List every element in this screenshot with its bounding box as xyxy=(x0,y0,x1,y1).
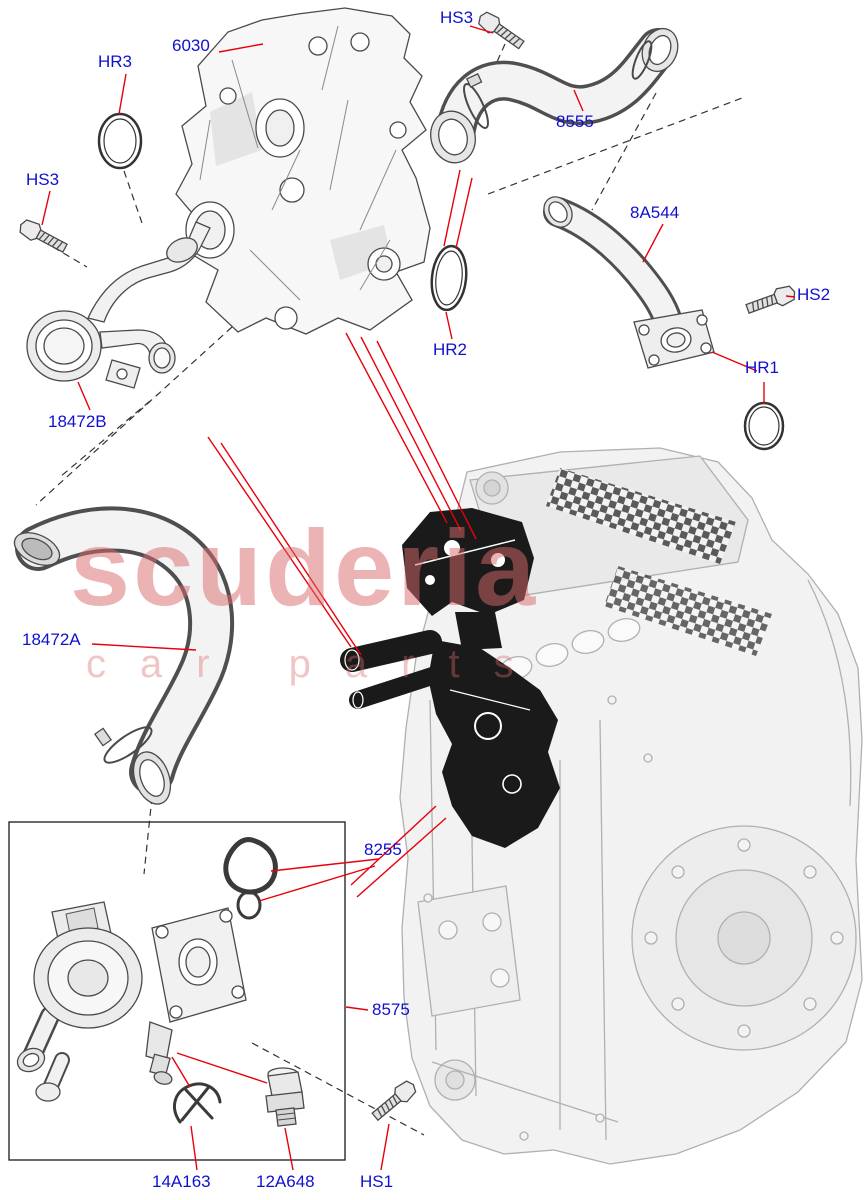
lower-hose-18472a-drawing xyxy=(13,506,235,805)
part-label-hs3-2[interactable]: HS3 xyxy=(26,170,60,189)
part-label-hs1[interactable]: HS1 xyxy=(360,1172,394,1191)
engine-block-drawing xyxy=(399,447,863,1165)
o-ring-hr2-drawing xyxy=(430,244,468,312)
part-label-8575[interactable]: 8575 xyxy=(372,1000,410,1019)
upper-hose-8555-drawing xyxy=(430,27,679,164)
highlighted-thermostat-location xyxy=(340,508,560,848)
part-label-hr2[interactable]: HR2 xyxy=(433,340,468,359)
part-label-8255[interactable]: 8255 xyxy=(364,840,402,859)
cam-cover-pattern-2 xyxy=(604,566,772,656)
hose-clamp-14a163-drawing xyxy=(173,1082,222,1124)
part-label-hs3[interactable]: HS3 xyxy=(440,8,474,27)
thermostat-housing-8575-drawing xyxy=(16,901,247,1102)
sensor-12a648-drawing xyxy=(265,1067,305,1127)
part-label-14a163[interactable]: 14A163 xyxy=(152,1172,211,1191)
leader-lines xyxy=(41,25,796,1171)
mounting-bracket-6030-drawing xyxy=(175,7,431,335)
water-outlet-18472b-drawing xyxy=(26,221,211,389)
o-ring-hr3-drawing xyxy=(97,112,143,170)
part-label-hs2[interactable]: HS2 xyxy=(797,285,831,304)
gasket-8255-drawing xyxy=(223,837,278,920)
part-label-8555[interactable]: 8555 xyxy=(556,112,594,131)
cam-cover-pattern xyxy=(546,468,736,564)
detail-box-outline xyxy=(8,821,346,1161)
part-label-hr1[interactable]: HR1 xyxy=(745,358,780,377)
water-pipe-8a544-drawing xyxy=(543,196,715,369)
part-label-18472a[interactable]: 18472A xyxy=(22,630,81,649)
part-label-6030[interactable]: 6030 xyxy=(172,36,210,55)
o-ring-hr1-drawing xyxy=(743,401,785,451)
part-label-8a544[interactable]: 8A544 xyxy=(630,203,680,222)
part-label-12a648[interactable]: 12A648 xyxy=(256,1172,315,1191)
bolt-hs1-drawing xyxy=(368,1077,420,1125)
part-label-18472b[interactable]: 18472B xyxy=(48,412,107,431)
bolt-hs2-drawing xyxy=(743,282,799,318)
part-label-hr3[interactable]: HR3 xyxy=(98,52,133,71)
